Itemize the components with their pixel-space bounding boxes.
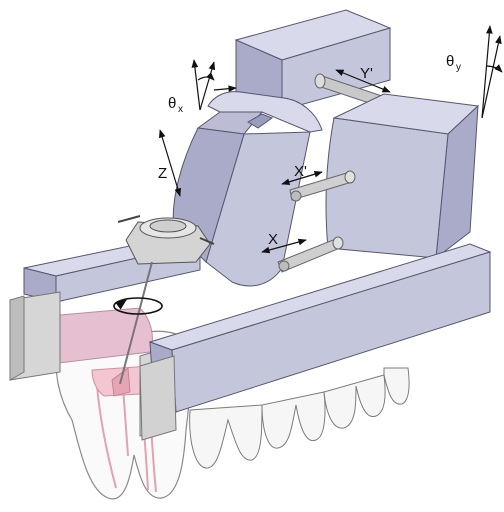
- x-prime-label: X': [294, 163, 307, 180]
- theta-y-axes: [482, 26, 502, 118]
- front-long-bar: [150, 244, 490, 412]
- z-axis-arrow: [160, 130, 180, 196]
- y-prime-label: Y': [360, 65, 373, 82]
- theta-y-label: θ: [446, 53, 454, 70]
- theta-y-subscript: y: [456, 62, 461, 73]
- z-label: Z: [158, 165, 167, 182]
- theta-x-label: θ: [168, 95, 176, 112]
- theta-x-subscript: x: [178, 104, 183, 115]
- front-clamp-foot: [140, 356, 176, 440]
- x-label: X: [268, 231, 278, 248]
